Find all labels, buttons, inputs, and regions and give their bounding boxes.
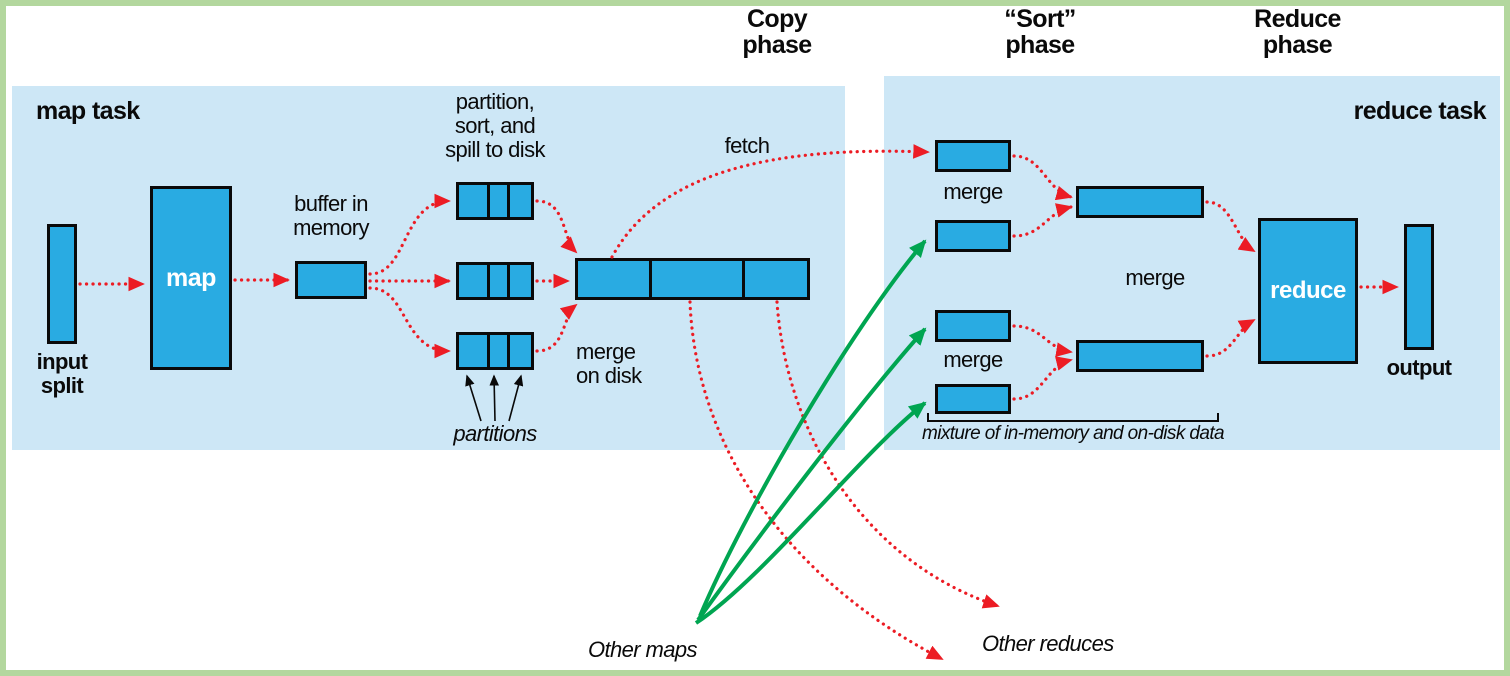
cell-divider: [506, 335, 510, 367]
output-box: [1404, 224, 1434, 350]
merged-cell: [578, 261, 649, 297]
partition-cell: [459, 265, 487, 297]
merge-output-box-top: [1076, 186, 1204, 218]
cell-divider: [486, 335, 490, 367]
partition-cell: [459, 335, 487, 367]
cell-divider: [506, 185, 510, 217]
copy-phase-label: Copy phase: [742, 5, 812, 59]
reduce-phase-label: Reduce phase: [1254, 5, 1341, 59]
spill-file-middle: [456, 262, 534, 300]
merge-on-disk-label: merge on disk: [576, 339, 642, 388]
other-reduces-label: Other reduces: [982, 631, 1114, 656]
fetch-file-box-a: [935, 140, 1011, 172]
merged-cell: [745, 261, 807, 297]
partition-cell: [490, 335, 507, 367]
buffer-box: [295, 261, 367, 299]
partition-cell: [490, 185, 507, 217]
map-box-label: map: [166, 263, 216, 292]
cell-divider: [486, 265, 490, 297]
partition-cell: [490, 265, 507, 297]
fetch-file-box-d: [935, 384, 1011, 414]
spill-file-bottom: [456, 332, 534, 370]
reduce-task-title: reduce task: [1353, 97, 1487, 125]
spill-file-top: [456, 182, 534, 220]
partition-cell: [510, 185, 531, 217]
cell-divider: [486, 185, 490, 217]
partition-cell: [510, 265, 531, 297]
fetch-file-box-c: [935, 310, 1011, 342]
input-split-box: [47, 224, 77, 344]
merge-bottom-label: merge: [943, 347, 1003, 372]
cell-divider: [506, 265, 510, 297]
cell-divider: [649, 261, 653, 297]
merged-spill-box: [575, 258, 810, 300]
reduce-box: reduce: [1258, 218, 1358, 364]
output-label: output: [1386, 355, 1452, 380]
spill-note-label: partition, sort, and spill to disk: [445, 89, 545, 162]
merge-output-box-bottom: [1076, 340, 1204, 372]
fetch-label: fetch: [724, 133, 770, 158]
merged-cell: [652, 261, 741, 297]
map-task-title: map task: [36, 97, 140, 125]
fetch-file-box-b: [935, 220, 1011, 252]
merge-top-label: merge: [943, 179, 1003, 204]
merge-middle-label: merge: [1125, 265, 1185, 290]
other-maps-label: Other maps: [588, 637, 698, 662]
partition-cell: [459, 185, 487, 217]
partition-cell: [510, 335, 531, 367]
mixture-note-label: mixture of in-memory and on-disk data: [922, 423, 1225, 444]
input-split-label: input split: [36, 349, 88, 398]
partitions-label: partitions: [453, 421, 537, 446]
buffer-label: buffer in memory: [293, 191, 369, 240]
reduce-box-label: reduce: [1270, 277, 1346, 304]
sort-phase-label: “Sort” phase: [1004, 5, 1076, 59]
map-box: map: [150, 186, 232, 370]
